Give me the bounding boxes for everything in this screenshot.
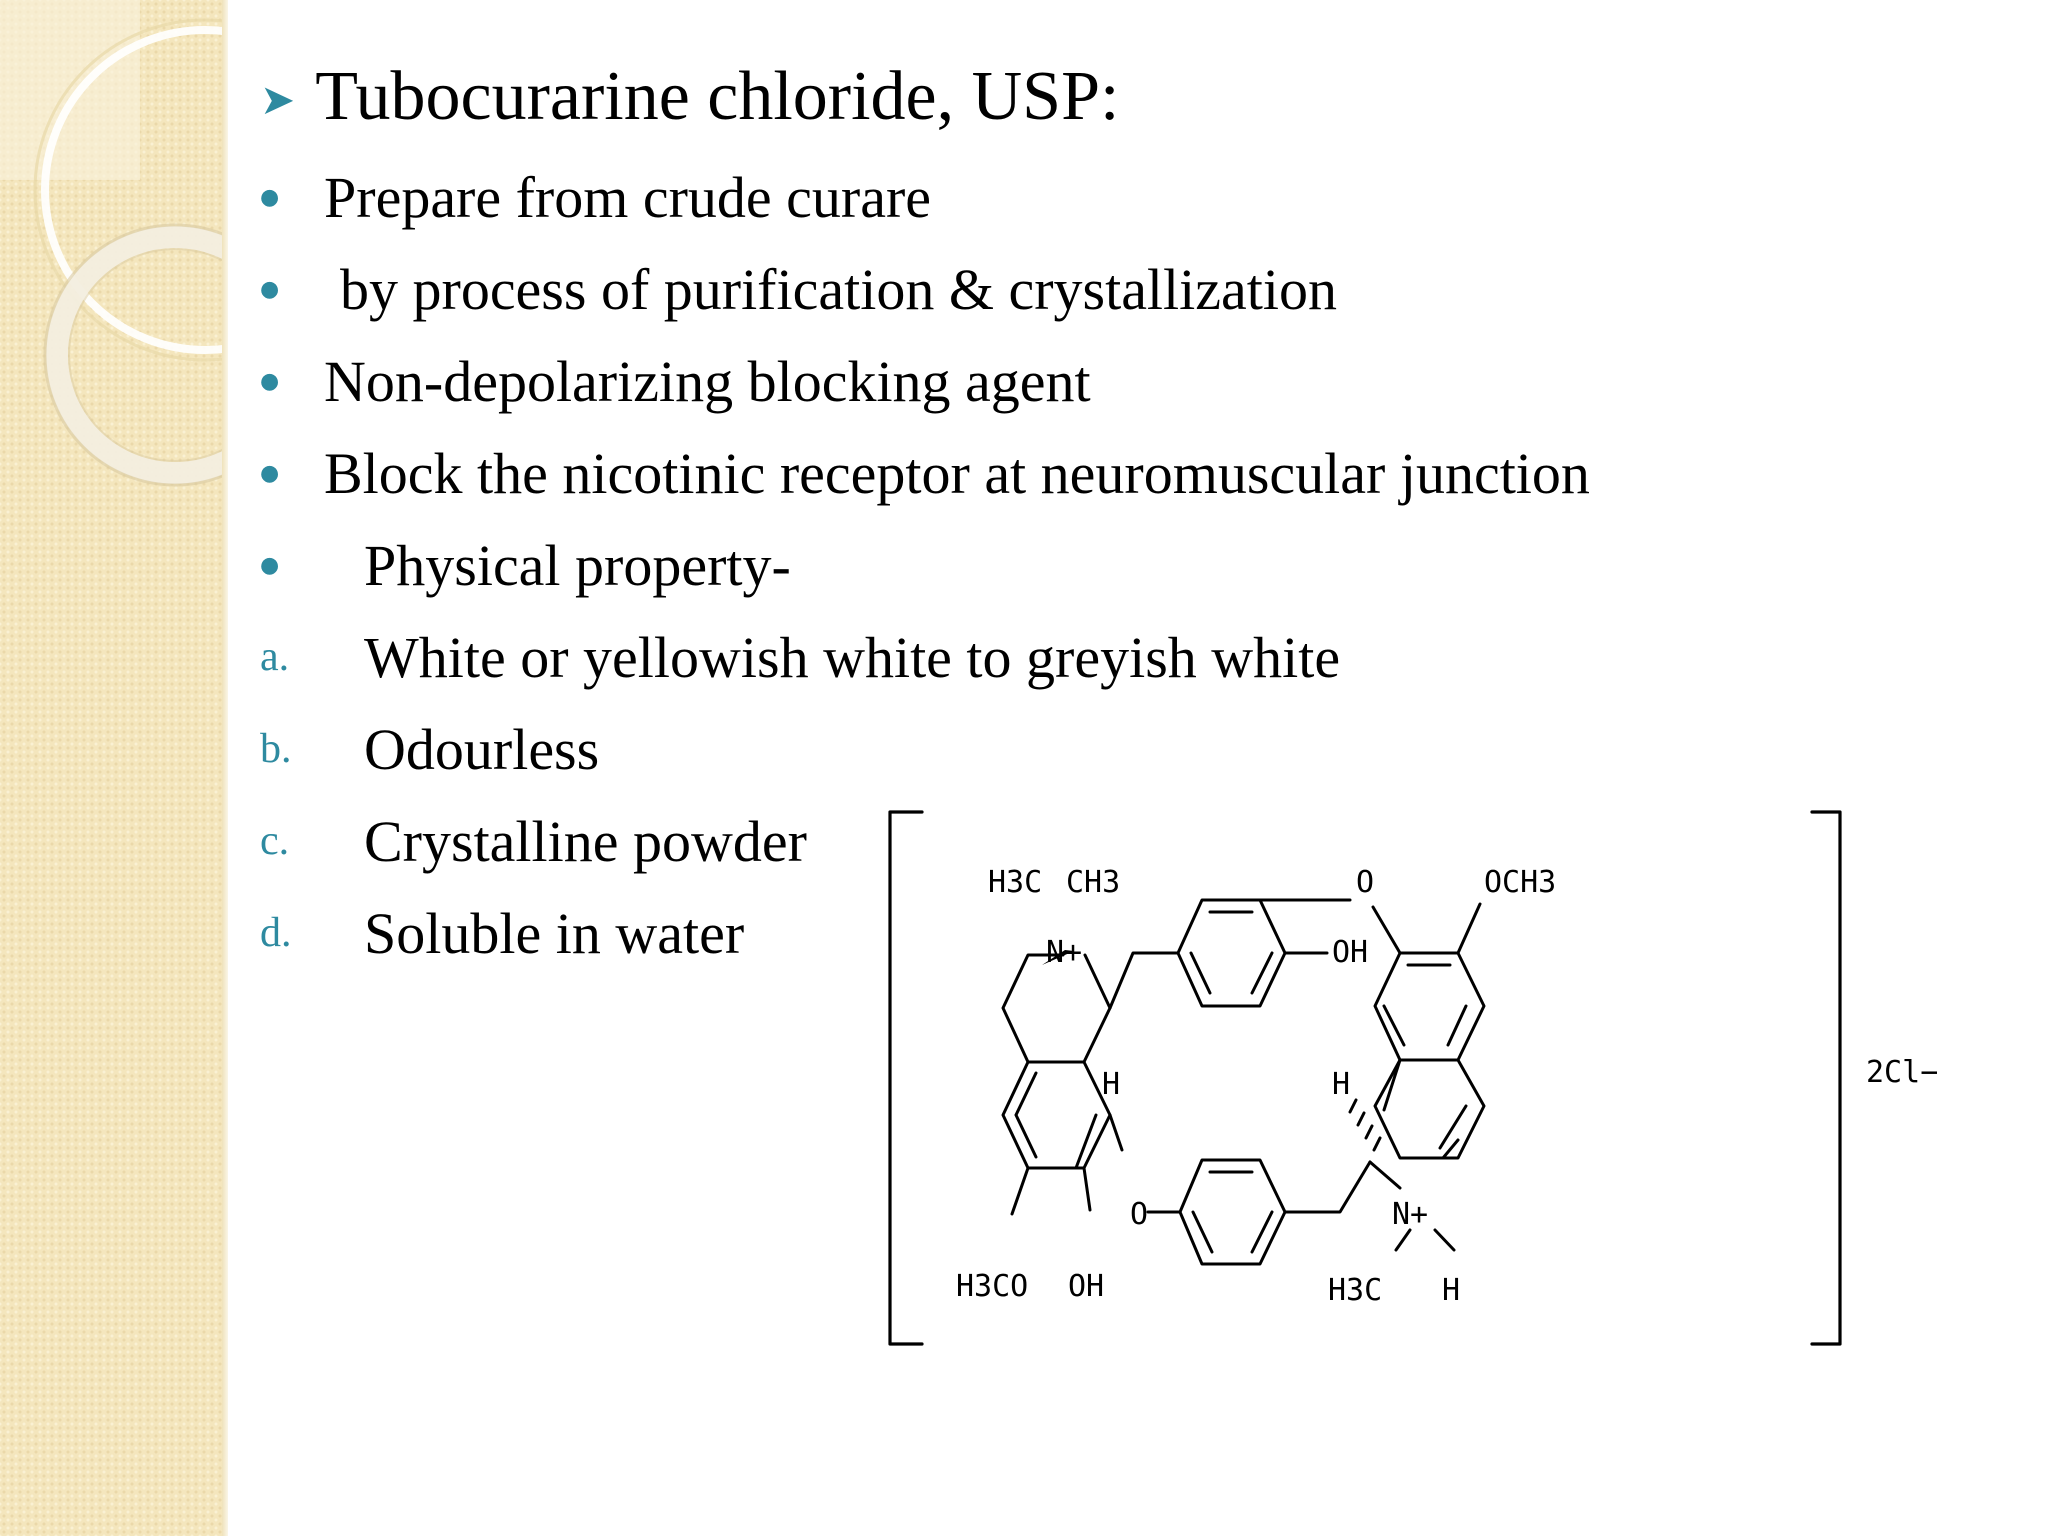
label-o-bottom: O <box>1130 1197 1148 1232</box>
list-item: ● Prepare from crude curare <box>260 162 931 232</box>
tubocurarine-structure-diagram: H3C CH3 N+ O OCH3 OH H H O H3CO OH N+ H3… <box>888 810 1938 1346</box>
slide-content: ➤ Tubocurarine chloride, USP: ● Prepare … <box>240 0 2048 1536</box>
label-n-plus-left: N+ <box>1046 935 1082 970</box>
label-och3: OCH3 <box>1484 865 1556 900</box>
list-item-text: by process of purification & crystalliza… <box>340 256 1337 322</box>
property-text: Crystalline powder <box>364 808 807 874</box>
slide-title-text: Tubocurarine chloride, USP: <box>315 58 1120 135</box>
label-ch3-top: CH3 <box>1066 865 1120 900</box>
label-counter-ion: 2Cl− <box>1866 1055 1938 1090</box>
property-marker: d. <box>260 910 292 956</box>
list-item-text: Block the nicotinic receptor at neuromus… <box>324 440 1590 506</box>
label-h-right: H <box>1332 1067 1350 1102</box>
label-h-left: H <box>1102 1067 1120 1102</box>
property-marker: b. <box>260 726 292 772</box>
label-h3c-bottom: H3C <box>1328 1273 1382 1308</box>
left-bracket <box>888 810 924 1346</box>
label-oh-mid: OH <box>1332 935 1368 970</box>
dot-bullet-icon: ● <box>260 276 280 302</box>
right-bracket <box>1810 810 1842 1346</box>
property-text: Soluble in water <box>364 900 745 966</box>
dot-bullet-icon: ● <box>260 368 280 394</box>
property-item: c. Crystalline powder <box>260 806 807 876</box>
label-o-top: O <box>1356 865 1374 900</box>
list-item-text: Non-depolarizing blocking agent <box>324 348 1091 414</box>
slide-title: ➤ Tubocurarine chloride, USP: <box>260 52 1120 142</box>
property-item: d. Soluble in water <box>260 898 744 968</box>
list-item: ● Non-depolarizing blocking agent <box>260 346 1091 416</box>
label-h-bottom: H <box>1442 1273 1460 1308</box>
property-marker: c. <box>260 818 290 864</box>
list-item-text: Physical property- <box>364 532 791 598</box>
list-item: ● Block the nicotinic receptor at neurom… <box>260 438 1590 508</box>
label-n-plus-right: N+ <box>1392 1197 1428 1232</box>
property-marker: a. <box>260 634 290 680</box>
dot-bullet-icon: ● <box>260 460 280 486</box>
dot-bullet-icon: ● <box>260 552 280 578</box>
atom-labels: H3C CH3 N+ O OCH3 OH H H O H3CO OH N+ H3… <box>956 865 1938 1308</box>
decorative-sidebar <box>0 0 228 1536</box>
property-text: Odourless <box>364 716 600 782</box>
property-item: a. White or yellowish white to greyish w… <box>260 622 1340 692</box>
label-h3co: H3CO <box>956 1269 1028 1304</box>
list-item: ● by process of purification & crystalli… <box>260 254 1337 324</box>
decorative-rings-icon <box>0 0 228 487</box>
dot-bullet-icon: ● <box>260 184 280 210</box>
list-item-text: Prepare from crude curare <box>324 164 932 230</box>
list-item: ● Physical property- <box>260 530 791 600</box>
label-h3c-top: H3C <box>988 865 1042 900</box>
property-item: b. Odourless <box>260 714 599 784</box>
arrowhead-bullet-icon: ➤ <box>260 74 296 124</box>
property-text: White or yellowish white to greyish whit… <box>364 624 1341 690</box>
label-oh-bottom: OH <box>1068 1269 1104 1304</box>
